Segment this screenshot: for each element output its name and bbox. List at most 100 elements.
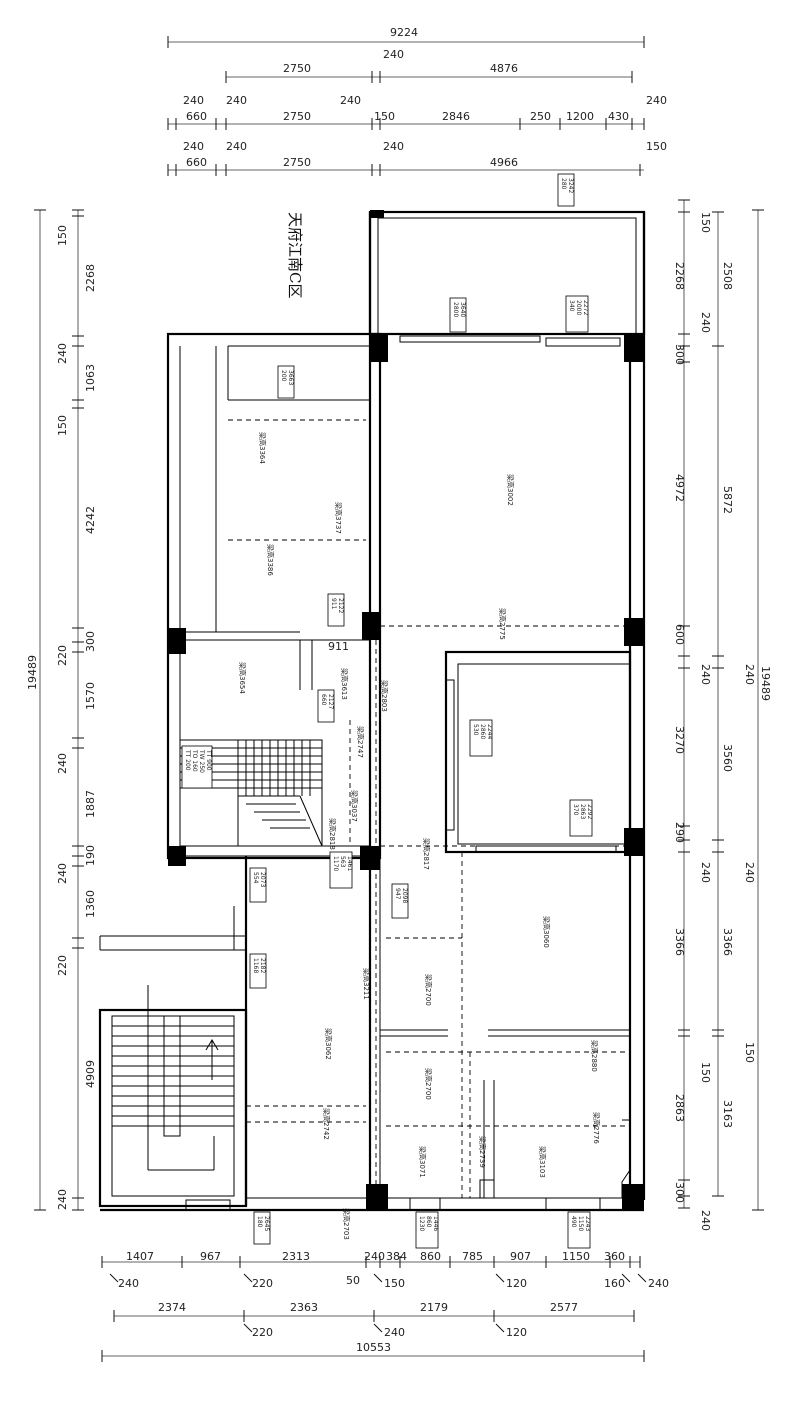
beam-label-2803: 梁高2803 <box>380 680 389 712</box>
beam-label-2817: 梁高2817 <box>422 838 431 870</box>
bottom-dim2-120: 120 <box>506 1277 527 1290</box>
svg-text:1150: 1150 <box>577 1216 584 1231</box>
bottom-dim3-2179: 2179 <box>420 1301 448 1314</box>
opening-tag: 530 2860 2244 <box>469 719 493 757</box>
top-dim-r2-2846: 2846 <box>442 110 470 123</box>
svg-text:563: 563 <box>339 856 346 868</box>
svg-text:2122: 2122 <box>337 598 344 613</box>
svg-text:860: 860 <box>425 1216 432 1228</box>
right-dimensions: 150 2268 240 300 4972 600 240 3270 290 2… <box>673 199 772 1231</box>
left-dim-220b: 220 <box>56 955 69 976</box>
svg-text:2073: 2073 <box>259 872 266 887</box>
left-dim-2268: 2268 <box>84 264 97 292</box>
svg-text:2244: 2244 <box>486 724 493 739</box>
svg-text:2000: 2000 <box>575 300 582 315</box>
svg-text:3242: 3242 <box>567 178 574 193</box>
opening-tag: 947 2098 <box>391 883 409 919</box>
opening-tag: 911 2122 <box>327 593 345 627</box>
top-dim-r2-660: 660 <box>186 110 207 123</box>
top-dim-r2-430: 430 <box>608 110 629 123</box>
right-dim-3366a: 3366 <box>673 928 686 956</box>
bottom-dim2-160: 160 <box>604 1277 625 1290</box>
svg-text:370: 370 <box>572 804 579 816</box>
bottom-dim3-2374: 2374 <box>158 1301 186 1314</box>
bottom-dim-1150: 1150 <box>562 1250 590 1263</box>
beam-label-2700a: 梁高2700 <box>424 974 433 1006</box>
svg-text:947: 947 <box>394 888 401 900</box>
top-dim-r3-150: 150 <box>646 140 667 153</box>
right-dim-3270: 3270 <box>673 726 686 754</box>
beam-label-3654: 梁高3654 <box>238 662 247 694</box>
svg-text:280: 280 <box>560 178 567 190</box>
svg-text:1446: 1446 <box>432 1216 439 1231</box>
bottom-dim2-150: 150 <box>384 1277 405 1290</box>
windows <box>185 335 621 1211</box>
left-dimensions: 19489 150 2268 240 1063 150 4242 300 220… <box>26 209 97 1211</box>
top-dim-r2-1200: 1200 <box>566 110 594 123</box>
beam-label-2818: 梁高2818 <box>328 818 337 850</box>
svg-text:2272: 2272 <box>582 300 589 315</box>
left-dim-300: 300 <box>84 631 97 652</box>
right-outer-3163: 3163 <box>721 1100 734 1128</box>
svg-text:TW 250: TW 250 <box>198 749 205 773</box>
left-dim-1360: 1360 <box>84 890 97 918</box>
svg-text:TO 160: TO 160 <box>191 749 198 772</box>
right-outer-240a: 240 <box>743 664 756 685</box>
bottom-dim-384: 384 <box>386 1250 407 1263</box>
right-dim-240a: 240 <box>699 312 712 333</box>
right-outer-3366: 3366 <box>721 928 734 956</box>
right-dim-2268: 2268 <box>673 262 686 290</box>
right-outer-150: 150 <box>743 1042 756 1063</box>
opening-tag: 180 2645 <box>253 1211 271 1245</box>
top-dim-r2-240d: 240 <box>646 94 667 107</box>
bottom-dim3-2363: 2363 <box>290 1301 318 1314</box>
top-dim-r3-2750: 2750 <box>283 156 311 169</box>
beam-label-3613: 梁高3613 <box>340 668 349 700</box>
upper-stair <box>179 739 323 847</box>
svg-text:3663: 3663 <box>287 370 294 385</box>
left-total-dim: 19489 <box>26 655 39 690</box>
svg-text:2292: 2292 <box>586 804 593 819</box>
bottom-dim-860: 860 <box>420 1250 441 1263</box>
top-dim-r2-150: 150 <box>374 110 395 123</box>
right-outer-5872: 5872 <box>721 486 734 514</box>
opening-tag: 554 2073 <box>249 867 267 903</box>
left-dim-4242: 4242 <box>84 506 97 534</box>
beam-label-2700b: 梁高2700 <box>424 1068 433 1100</box>
top-dim-r3-240a: 240 <box>183 140 204 153</box>
bottom-dim-240: 240 <box>364 1250 385 1263</box>
svg-text:911: 911 <box>330 598 337 610</box>
right-dim-240d: 240 <box>699 1210 712 1231</box>
svg-text:TT 900: TT 900 <box>205 749 212 771</box>
beam-label-2775: 梁高2775 <box>498 608 507 640</box>
right-dim-150a: 150 <box>699 212 712 233</box>
bottom-dim4-220: 220 <box>252 1326 273 1339</box>
beam-label-2776: 梁高2776 <box>592 1112 601 1144</box>
beam-label-3211: 梁高3211 <box>362 968 371 1000</box>
stair-spec-tag: TT 200 TO 160 TW 250 TT 900 <box>181 745 213 789</box>
top-dim-r2-250: 250 <box>530 110 551 123</box>
svg-text:1230: 1230 <box>418 1216 425 1231</box>
right-dim-300b: 300 <box>673 1182 686 1203</box>
right-dim-300a: 300 <box>673 344 686 365</box>
bottom-total-dim: 10553 <box>356 1341 391 1354</box>
svg-text:2860: 2860 <box>479 724 486 739</box>
svg-text:490: 490 <box>570 1216 577 1228</box>
right-total-dim: 19489 <box>759 666 772 701</box>
beam-label-3737: 梁高3737 <box>334 502 343 534</box>
bottom-dimensions: 1407 967 2313 240 384 860 785 907 1150 3… <box>101 1250 669 1362</box>
svg-text:530: 530 <box>472 724 479 736</box>
svg-text:1461: 1461 <box>346 856 353 871</box>
right-outer-2508: 2508 <box>721 262 734 290</box>
top-dim-r2-240c: 240 <box>340 94 361 107</box>
bottom-dim3-2577: 2577 <box>550 1301 578 1314</box>
bottom-dim-907: 907 <box>510 1250 531 1263</box>
svg-text:554: 554 <box>252 872 259 884</box>
svg-text:1170: 1170 <box>332 856 339 871</box>
left-dim-1570: 1570 <box>84 682 97 710</box>
misc-dim-911: 911 <box>328 640 349 653</box>
svg-text:200: 200 <box>280 370 287 382</box>
left-dim-1887: 1887 <box>84 790 97 818</box>
beam-lines <box>228 419 630 1198</box>
